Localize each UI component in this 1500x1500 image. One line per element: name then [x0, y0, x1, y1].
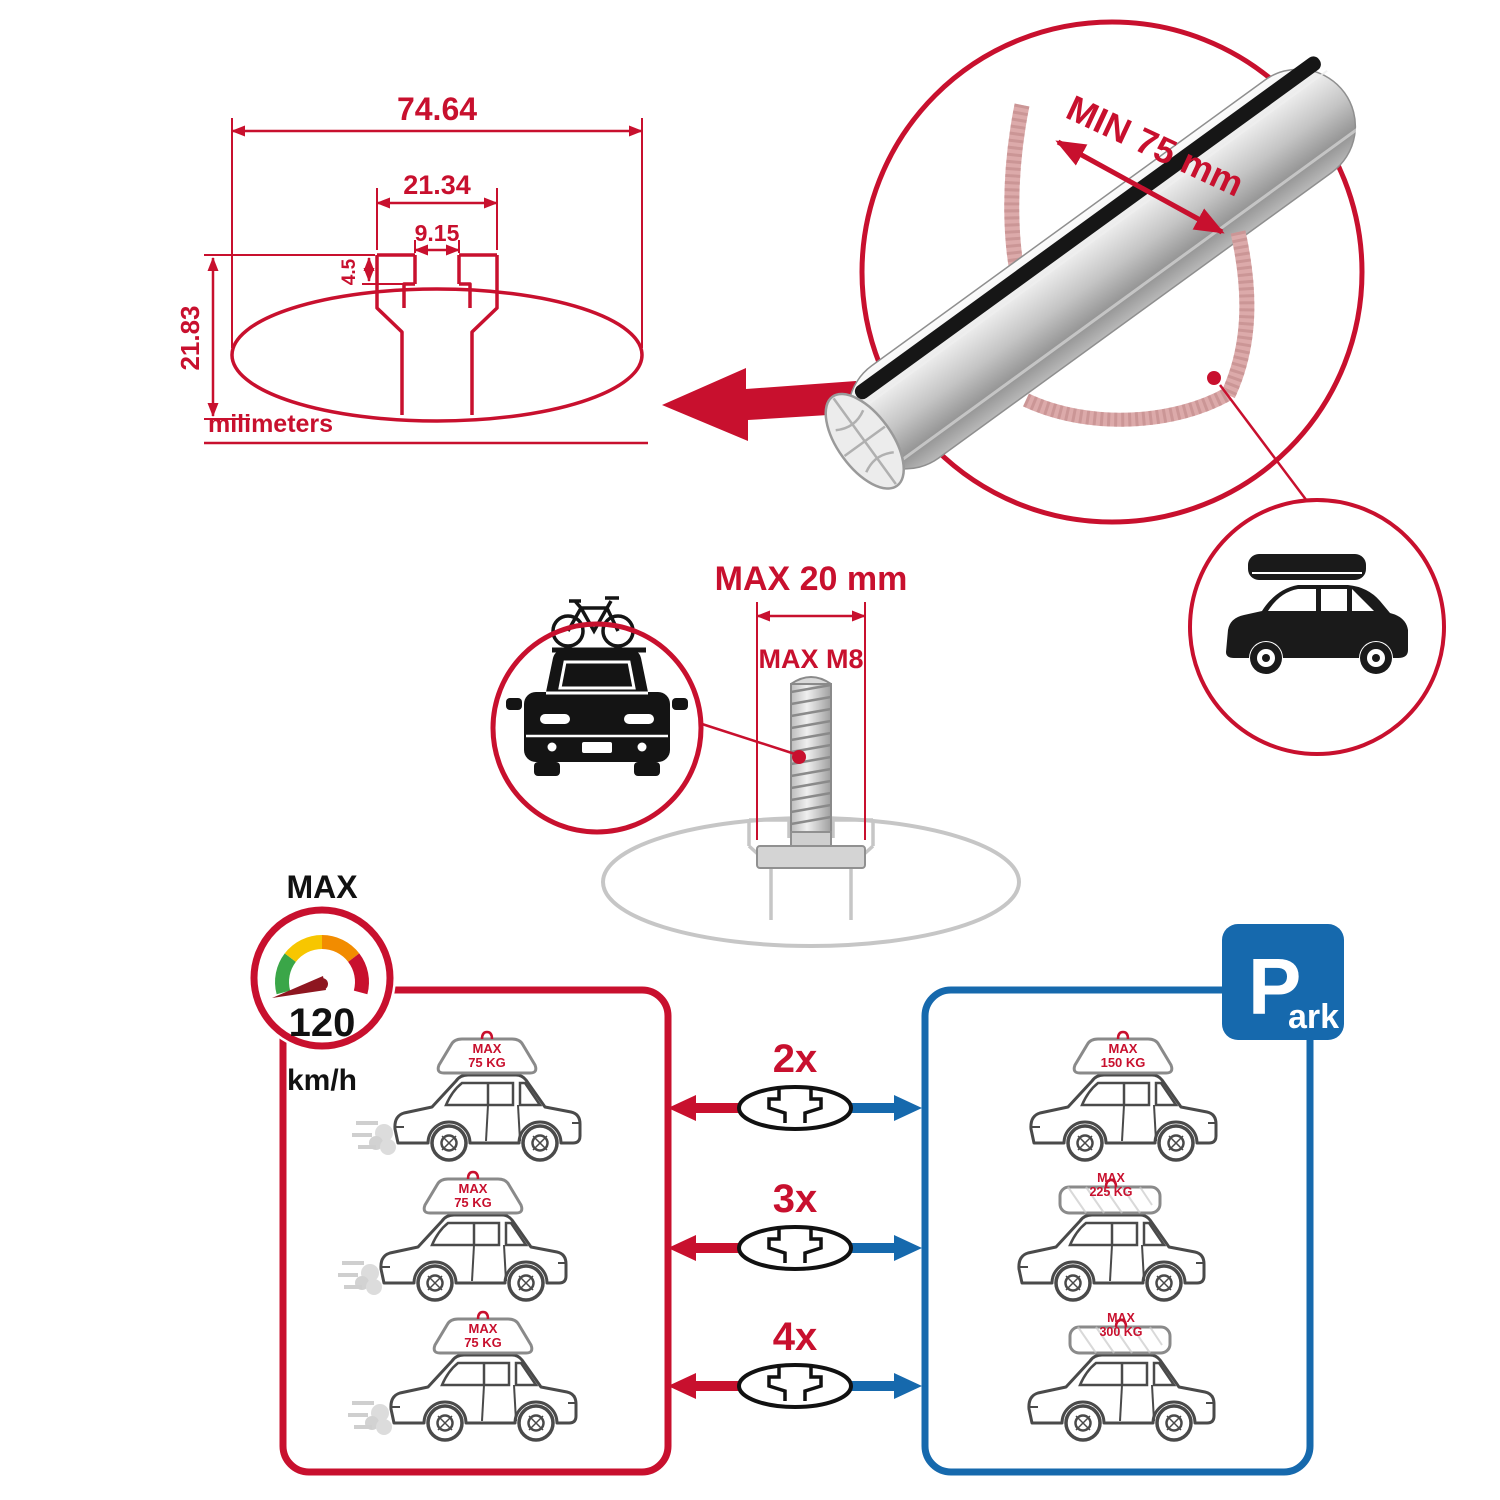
roof-load-label: MAX — [469, 1321, 498, 1336]
driving-car-1: MAX 75 KG — [350, 1030, 582, 1162]
parking-panel: MAX 150 KG MAX 225 KG MAX 300 KG — [921, 986, 1314, 1476]
speed-value: 120 — [289, 1001, 356, 1045]
park-sign: P ark — [1222, 924, 1344, 1040]
crossbar-profile-icon — [737, 1085, 853, 1131]
roof-load-value: 300 KG — [1099, 1325, 1142, 1339]
connector-to-suv — [1219, 384, 1311, 506]
suv-circle-outline — [1188, 498, 1446, 756]
bolt-dot — [792, 750, 806, 764]
right-arrow-icon — [849, 1095, 922, 1121]
crossbar-profile-icon — [737, 1225, 853, 1271]
right-arrow-icon — [849, 1235, 922, 1261]
quantity-label: 2x — [773, 1037, 818, 1081]
t-slot-channel — [375, 253, 499, 415]
park-sign-letter: P — [1248, 942, 1301, 1031]
left-arrow-icon — [668, 1095, 741, 1121]
cross-section-diagram: 74.64 21.34 9.15 4.5 21.83 milimeters — [175, 91, 648, 445]
parked-car-2: MAX 225 KG — [1017, 1171, 1206, 1302]
bar-quantity-rows: 2x 3x 4x — [668, 1037, 922, 1409]
dim-lip-height-label: 4.5 — [339, 258, 360, 285]
bike-car-circle-outline — [490, 621, 704, 835]
driving-car-3: MAX 75 KG — [346, 1310, 578, 1442]
speed-limit-gauge: MAX 120 km/h — [248, 869, 396, 1097]
park-sign-plate — [1222, 924, 1344, 1040]
bolt-icon — [756, 676, 866, 869]
dim-slot-width-label: 9.15 — [415, 220, 460, 246]
roof-load-value: 75 KG — [454, 1195, 492, 1210]
left-arrow-icon — [668, 1235, 741, 1261]
roofbox-suv-circle — [1188, 498, 1446, 756]
max-bolt-label: MAX M8 — [758, 644, 863, 674]
driving-car-2: MAX 75 KG — [336, 1170, 568, 1302]
right-arrow-icon — [849, 1373, 922, 1399]
quantity-row-3x: 3x — [668, 1177, 922, 1271]
gauge-needle — [272, 976, 326, 998]
min-clearance-arrow — [1055, 139, 1225, 235]
dim-total-height-label: 21.83 — [175, 305, 205, 370]
quantity-row-4x: 4x — [668, 1315, 922, 1409]
roof-load-value: 75 KG — [468, 1055, 506, 1070]
quantity-label: 3x — [773, 1177, 818, 1221]
connector-to-bike-car — [701, 722, 796, 756]
roof-load-label: MAX — [1107, 1311, 1135, 1325]
roof-load-label: MAX — [459, 1181, 488, 1196]
bar-ellipse-outline — [230, 287, 644, 423]
units-label: milimeters — [208, 410, 333, 438]
speed-max-label: MAX — [286, 869, 358, 905]
roof-load-label: MAX — [1109, 1041, 1138, 1056]
roof-load-value: 225 KG — [1089, 1185, 1132, 1199]
roof-load-value: 150 KG — [1101, 1055, 1146, 1070]
speed-units: km/h — [287, 1064, 357, 1097]
quantity-row-2x: 2x — [668, 1037, 922, 1131]
bike-car-icon — [506, 596, 688, 776]
roof-load-label: MAX — [473, 1041, 502, 1056]
parked-car-1: MAX 150 KG — [1029, 1030, 1218, 1162]
speedometer-icon — [275, 935, 369, 995]
left-arrow-icon — [668, 1373, 741, 1399]
gauge-hub — [316, 978, 328, 990]
dim-channel-width-label: 21.34 — [403, 170, 471, 200]
bike-car-circle — [490, 596, 704, 835]
strap-end-dot — [1207, 371, 1221, 385]
big-arrow-icon — [662, 368, 860, 441]
crossbar-profile-icon — [737, 1363, 853, 1409]
roof-load-label: MAX — [1097, 1171, 1125, 1185]
quantity-label: 4x — [773, 1315, 818, 1359]
dim-total-width-label: 74.64 — [397, 91, 477, 127]
driving-panel: MAX 75 KG MAX 75 KG MAX 75 KG — [279, 986, 672, 1476]
park-sign-suffix: ark — [1288, 998, 1339, 1036]
max-width-label: MAX 20 mm — [715, 560, 908, 598]
bar-detail-circle: MIN 75 mm — [824, 19, 1367, 525]
suv-icon — [1226, 554, 1408, 674]
parked-car-3: MAX 300 KG — [1027, 1311, 1216, 1442]
roof-load-value: 75 KG — [464, 1335, 502, 1350]
bolt-detail: MAX 20 mm MAX M8 — [601, 560, 1021, 948]
